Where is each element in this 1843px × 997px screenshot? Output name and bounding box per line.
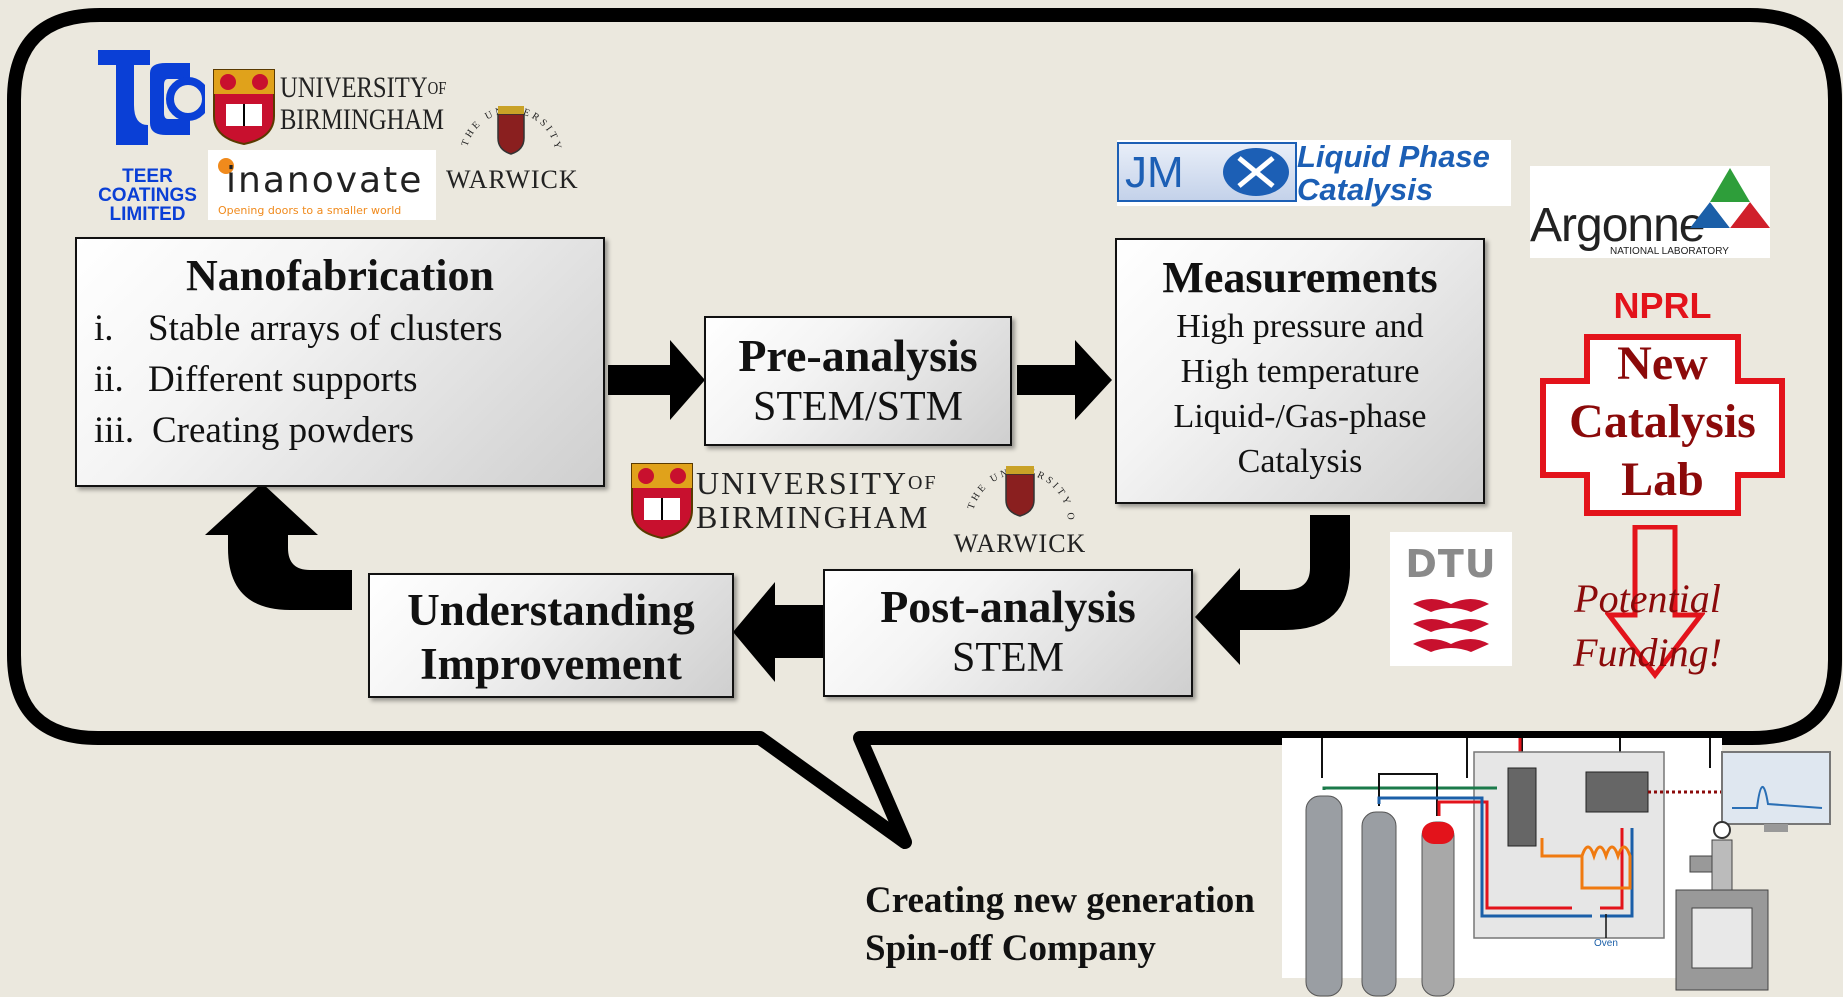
oven-label: Oven <box>1594 938 1618 949</box>
spinoff-caption: Creating new generation Spin-off Company <box>865 877 1255 973</box>
potential-line: Funding! <box>1573 630 1722 675</box>
measurements-box: Measurements High pressure and High temp… <box>1115 238 1485 504</box>
potential-line: Potential <box>1574 576 1721 621</box>
list-item-num: i. <box>94 308 114 349</box>
understanding-line1: Understanding <box>407 585 695 635</box>
postanalysis-title: Post-analysis <box>880 581 1136 632</box>
list-item: iii. Creating powders <box>94 405 603 456</box>
jm-initials-badge: JM <box>1117 142 1297 202</box>
warwick-name: WARWICK <box>953 529 1087 558</box>
inanovate-name: inanovate <box>226 160 424 201</box>
preanalysis-title: Pre-analysis <box>738 330 978 381</box>
birmingham-university: UNIVERSITY <box>696 465 908 501</box>
nprl-line: New <box>1617 337 1708 390</box>
nprl-logo: NPRL New Catalysis Lab <box>1530 285 1795 525</box>
inanovate-logo: inanovate Opening doors to a smaller wor… <box>208 150 436 220</box>
jm-line1: Liquid Phase <box>1297 139 1490 174</box>
argonne-triangle-icon <box>1690 168 1770 228</box>
warwick-logo-top: THE UNIVERSITY OF WARWICK <box>441 80 578 194</box>
apparatus-schematic: Oven <box>1282 738 1835 997</box>
understanding-box: Understanding Improvement <box>368 573 734 698</box>
birmingham-logo-top: UNIVERSITYOF BIRMINGHAM <box>212 68 446 148</box>
teer-coatings-logo: TEER COATINGS LIMITED <box>90 45 210 224</box>
birmingham-wordmark: UNIVERSITYOF BIRMINGHAM <box>696 466 938 534</box>
dtu-logo: DTU <box>1390 532 1512 666</box>
preanalysis-subtitle: STEM/STM <box>752 384 964 430</box>
birmingham-name: BIRMINGHAM <box>280 103 445 136</box>
teer-emblem-icon <box>98 50 210 145</box>
measurements-line: Liquid-/Gas-phase <box>1173 398 1427 435</box>
nprl-line: Catalysis <box>1569 395 1756 448</box>
measurements-line: High temperature <box>1180 353 1420 390</box>
birmingham-logo-middle: UNIVERSITYOF BIRMINGHAM <box>630 462 950 542</box>
nanofabrication-list: i. Stable arrays of clusters ii. Different… <box>77 303 603 456</box>
warwick-logo-middle: THE UNIVERSITY OF WARWICK <box>948 438 1088 558</box>
jm-text: Liquid Phase Catalysis <box>1297 140 1490 206</box>
argonne-logo: Argonne NATIONAL LABORATORY <box>1530 166 1770 258</box>
teer-line: COATINGS <box>98 185 197 206</box>
argonne-sub: NATIONAL LABORATORY <box>1610 246 1729 257</box>
list-item-num: iii. <box>94 410 135 451</box>
measurements-title: Measurements <box>1162 253 1438 302</box>
measurements-line: High pressure and <box>1176 308 1424 345</box>
inanovate-icon <box>218 158 234 174</box>
arrow-preanalysis-to-measurements <box>1017 340 1112 420</box>
list-item: i. Stable arrays of clusters <box>94 303 603 354</box>
arrow-understanding-to-nanofab <box>205 483 352 610</box>
jm-initials: JM <box>1125 148 1184 197</box>
list-item-num: ii. <box>94 359 124 400</box>
dtu-name: DTU <box>1405 542 1497 586</box>
birmingham-of: OF <box>907 472 938 494</box>
caption-line2: Spin-off Company <box>865 928 1156 969</box>
warwick-crest-icon: THE UNIVERSITY OF <box>948 438 1074 523</box>
preanalysis-box: Pre-analysis STEM/STM <box>704 316 1012 446</box>
nanofabrication-title: Nanofabrication <box>186 251 494 300</box>
birmingham-wordmark: UNIVERSITYOF BIRMINGHAM <box>280 72 446 136</box>
list-item-text: Stable arrays of clusters <box>148 308 503 349</box>
measurements-line: Catalysis <box>1237 443 1363 480</box>
list-item-text: Different supports <box>148 359 418 400</box>
jm-logo: JM Liquid Phase Catalysis <box>1117 140 1511 206</box>
argonne-name: Argonne <box>1530 199 1705 252</box>
warwick-crest-icon: THE UNIVERSITY OF <box>441 80 561 158</box>
caption-line1: Creating new generation <box>865 880 1255 921</box>
funding-arrow-icon <box>1605 525 1705 680</box>
nprl-label: NPRL <box>1613 285 1712 326</box>
teer-text: TEER COATINGS LIMITED <box>90 167 205 224</box>
crossed-hammers-icon <box>1223 148 1289 196</box>
nprl-lines: New Catalysis Lab <box>1530 335 1795 509</box>
postanalysis-subtitle: STEM <box>951 635 1064 681</box>
postanalysis-box: Post-analysis STEM <box>823 569 1193 697</box>
warwick-name: WARWICK <box>446 165 579 194</box>
nanofabrication-box: Nanofabrication i. Stable arrays of clust… <box>75 237 605 487</box>
measurements-lines: High pressure and High temperature Liqui… <box>1117 304 1483 484</box>
arrow-measurements-to-postanalysis <box>1195 515 1350 665</box>
arrow-nanofab-to-preanalysis <box>608 340 705 420</box>
nprl-cross-shape <box>1540 334 1785 516</box>
birmingham-university: UNIVERSITY <box>280 71 428 104</box>
dtu-waves-icon <box>1413 599 1489 652</box>
jm-line2: Catalysis <box>1297 172 1434 207</box>
potential-funding-text: Potential Funding! <box>1540 572 1755 680</box>
birmingham-of: OF <box>427 78 447 98</box>
nprl-line: Lab <box>1621 453 1704 506</box>
list-item: ii. Different supports <box>94 354 603 405</box>
birmingham-crest-icon <box>631 463 693 540</box>
birmingham-name: BIRMINGHAM <box>696 499 930 535</box>
understanding-line2: Improvement <box>420 639 682 689</box>
birmingham-crest-icon <box>213 69 275 146</box>
teer-line: TEER <box>122 166 173 187</box>
teer-line: LIMITED <box>109 204 186 225</box>
speech-bubble <box>7 8 1842 849</box>
list-item-text: Creating powders <box>152 410 415 451</box>
inanovate-tagline: Opening doors to a smaller world <box>218 204 402 217</box>
arrow-postanalysis-to-understanding <box>733 582 825 682</box>
apparatus-drawing <box>1282 738 1831 997</box>
